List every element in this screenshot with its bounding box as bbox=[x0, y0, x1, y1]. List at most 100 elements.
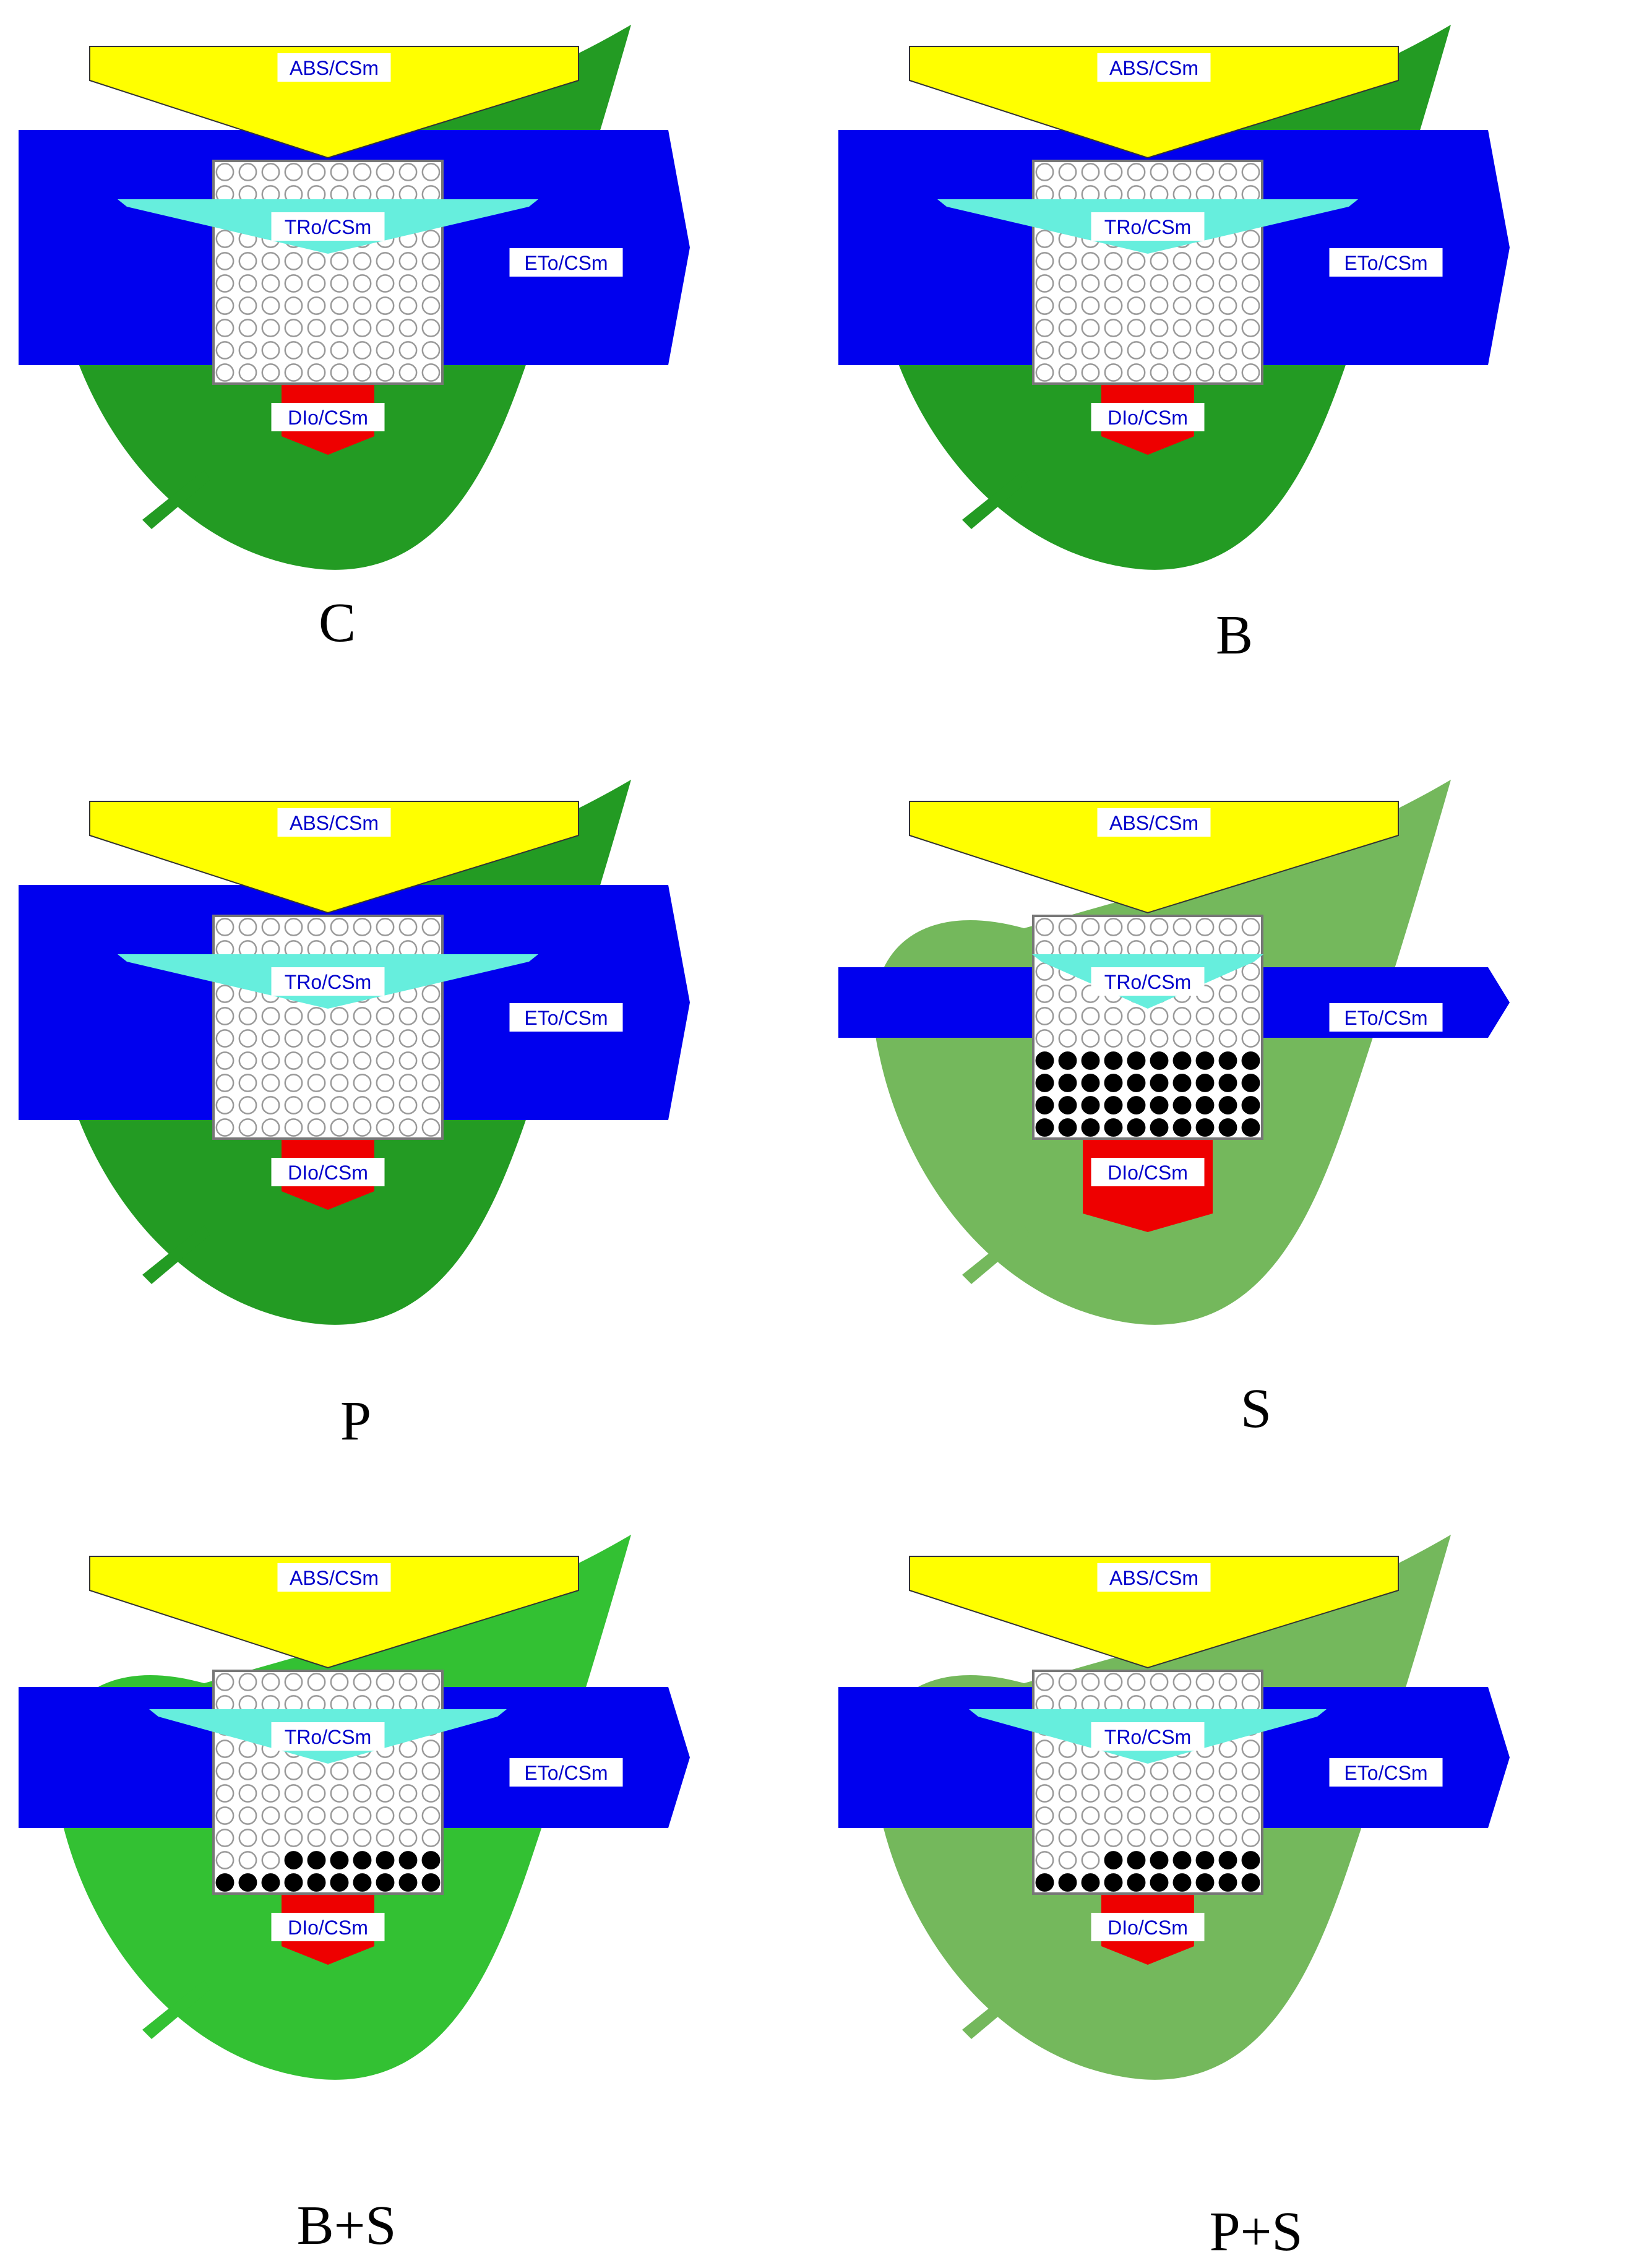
inactive-reaction-center bbox=[1172, 1118, 1192, 1137]
active-reaction-center bbox=[215, 1806, 234, 1825]
active-reaction-center bbox=[1241, 1673, 1260, 1691]
abs-funnel bbox=[89, 1556, 579, 1669]
abs-label-text: ABS/CSm bbox=[1109, 1567, 1198, 1589]
active-reaction-center bbox=[353, 1762, 372, 1780]
active-reaction-center bbox=[1035, 363, 1054, 382]
active-reaction-center bbox=[1104, 252, 1123, 270]
active-reaction-center bbox=[376, 252, 395, 270]
active-reaction-center bbox=[1172, 252, 1192, 270]
abs-label: ABS/CSm bbox=[277, 808, 391, 837]
active-reaction-center bbox=[1150, 1829, 1169, 1847]
active-reaction-center bbox=[1195, 296, 1215, 315]
active-reaction-center bbox=[376, 1029, 395, 1048]
active-reaction-center bbox=[330, 1051, 349, 1070]
active-reaction-center bbox=[1058, 252, 1077, 270]
active-reaction-center bbox=[215, 1096, 234, 1115]
active-reaction-center bbox=[284, 252, 303, 270]
panel-caption: P+S bbox=[1209, 2201, 1303, 2262]
tro-label-text: TRo/CSm bbox=[1104, 216, 1191, 238]
active-reaction-center bbox=[238, 1051, 257, 1070]
active-reaction-center bbox=[1035, 1673, 1054, 1691]
eto-label-text: ETo/CSm bbox=[1344, 1007, 1427, 1029]
active-reaction-center bbox=[1035, 1851, 1054, 1869]
active-reaction-center bbox=[238, 1829, 257, 1847]
active-reaction-center bbox=[376, 274, 395, 293]
leaf-stem bbox=[142, 1980, 210, 2039]
active-reaction-center bbox=[1218, 363, 1237, 382]
inactive-reaction-center bbox=[421, 1873, 441, 1892]
panel-caption: B+S bbox=[296, 2195, 397, 2256]
active-reaction-center bbox=[1035, 252, 1054, 270]
active-reaction-center bbox=[238, 1673, 257, 1691]
active-reaction-center bbox=[353, 1007, 372, 1025]
active-reaction-center bbox=[353, 1806, 372, 1825]
inactive-reaction-center bbox=[1150, 1051, 1169, 1070]
active-reaction-center bbox=[1081, 918, 1100, 936]
active-reaction-center bbox=[1150, 319, 1169, 337]
active-reaction-center bbox=[1218, 252, 1237, 270]
inactive-reaction-center bbox=[1081, 1118, 1100, 1137]
active-reaction-center bbox=[1058, 274, 1077, 293]
active-reaction-center bbox=[1058, 1762, 1077, 1780]
active-reaction-center bbox=[1241, 230, 1260, 248]
inactive-reaction-center bbox=[1058, 1051, 1077, 1070]
active-reaction-center bbox=[261, 1784, 280, 1803]
inactive-reaction-center bbox=[1218, 1074, 1237, 1092]
active-reaction-center bbox=[307, 918, 326, 936]
active-reaction-center bbox=[1241, 1829, 1260, 1847]
active-reaction-center bbox=[1081, 1029, 1100, 1048]
active-reaction-center bbox=[261, 1074, 280, 1092]
active-reaction-center bbox=[1127, 1806, 1146, 1825]
active-reaction-center bbox=[353, 341, 372, 360]
active-reaction-center bbox=[1195, 274, 1215, 293]
active-reaction-center bbox=[398, 296, 418, 315]
active-reaction-center bbox=[261, 1051, 280, 1070]
active-reaction-center bbox=[1127, 363, 1146, 382]
active-reaction-center bbox=[1241, 252, 1260, 270]
active-reaction-center bbox=[1104, 341, 1123, 360]
leaf-stem bbox=[142, 1225, 210, 1284]
abs-label: ABS/CSm bbox=[277, 53, 391, 82]
active-reaction-center bbox=[261, 1007, 280, 1025]
abs-label-text: ABS/CSm bbox=[1109, 812, 1198, 834]
active-reaction-center bbox=[353, 163, 372, 181]
active-reaction-center bbox=[1150, 1762, 1169, 1780]
active-reaction-center bbox=[330, 252, 349, 270]
active-reaction-center bbox=[1081, 1762, 1100, 1780]
inactive-reaction-center bbox=[1081, 1051, 1100, 1070]
active-reaction-center bbox=[284, 1784, 303, 1803]
active-reaction-center bbox=[353, 1118, 372, 1137]
active-reaction-center bbox=[215, 1851, 234, 1869]
active-reaction-center bbox=[307, 1096, 326, 1115]
active-reaction-center bbox=[1172, 274, 1192, 293]
active-reaction-center bbox=[1172, 1673, 1192, 1691]
inactive-reaction-center bbox=[284, 1873, 303, 1892]
active-reaction-center bbox=[376, 1096, 395, 1115]
active-reaction-center bbox=[1150, 1806, 1169, 1825]
active-reaction-center bbox=[215, 1740, 234, 1758]
active-reaction-center bbox=[421, 163, 441, 181]
active-reaction-center bbox=[421, 985, 441, 1003]
active-reaction-center bbox=[376, 1784, 395, 1803]
active-reaction-center bbox=[261, 319, 280, 337]
active-reaction-center bbox=[398, 1784, 418, 1803]
active-reaction-center bbox=[1241, 1007, 1260, 1025]
active-reaction-center bbox=[238, 341, 257, 360]
tro-label-text: TRo/CSm bbox=[1104, 971, 1191, 993]
active-reaction-center bbox=[1195, 1762, 1215, 1780]
active-reaction-center bbox=[215, 363, 234, 382]
active-reaction-center bbox=[421, 230, 441, 248]
tro-label: TRo/CSm bbox=[1091, 1722, 1205, 1751]
active-reaction-center bbox=[1172, 319, 1192, 337]
active-reaction-center bbox=[421, 1740, 441, 1758]
active-reaction-center bbox=[1172, 1762, 1192, 1780]
abs-funnel bbox=[89, 46, 579, 159]
active-reaction-center bbox=[376, 296, 395, 315]
active-reaction-center bbox=[1150, 1784, 1169, 1803]
active-reaction-center bbox=[1035, 1740, 1054, 1758]
active-reaction-center bbox=[421, 252, 441, 270]
active-reaction-center bbox=[421, 918, 441, 936]
tro-label-text: TRo/CSm bbox=[1104, 1726, 1191, 1748]
